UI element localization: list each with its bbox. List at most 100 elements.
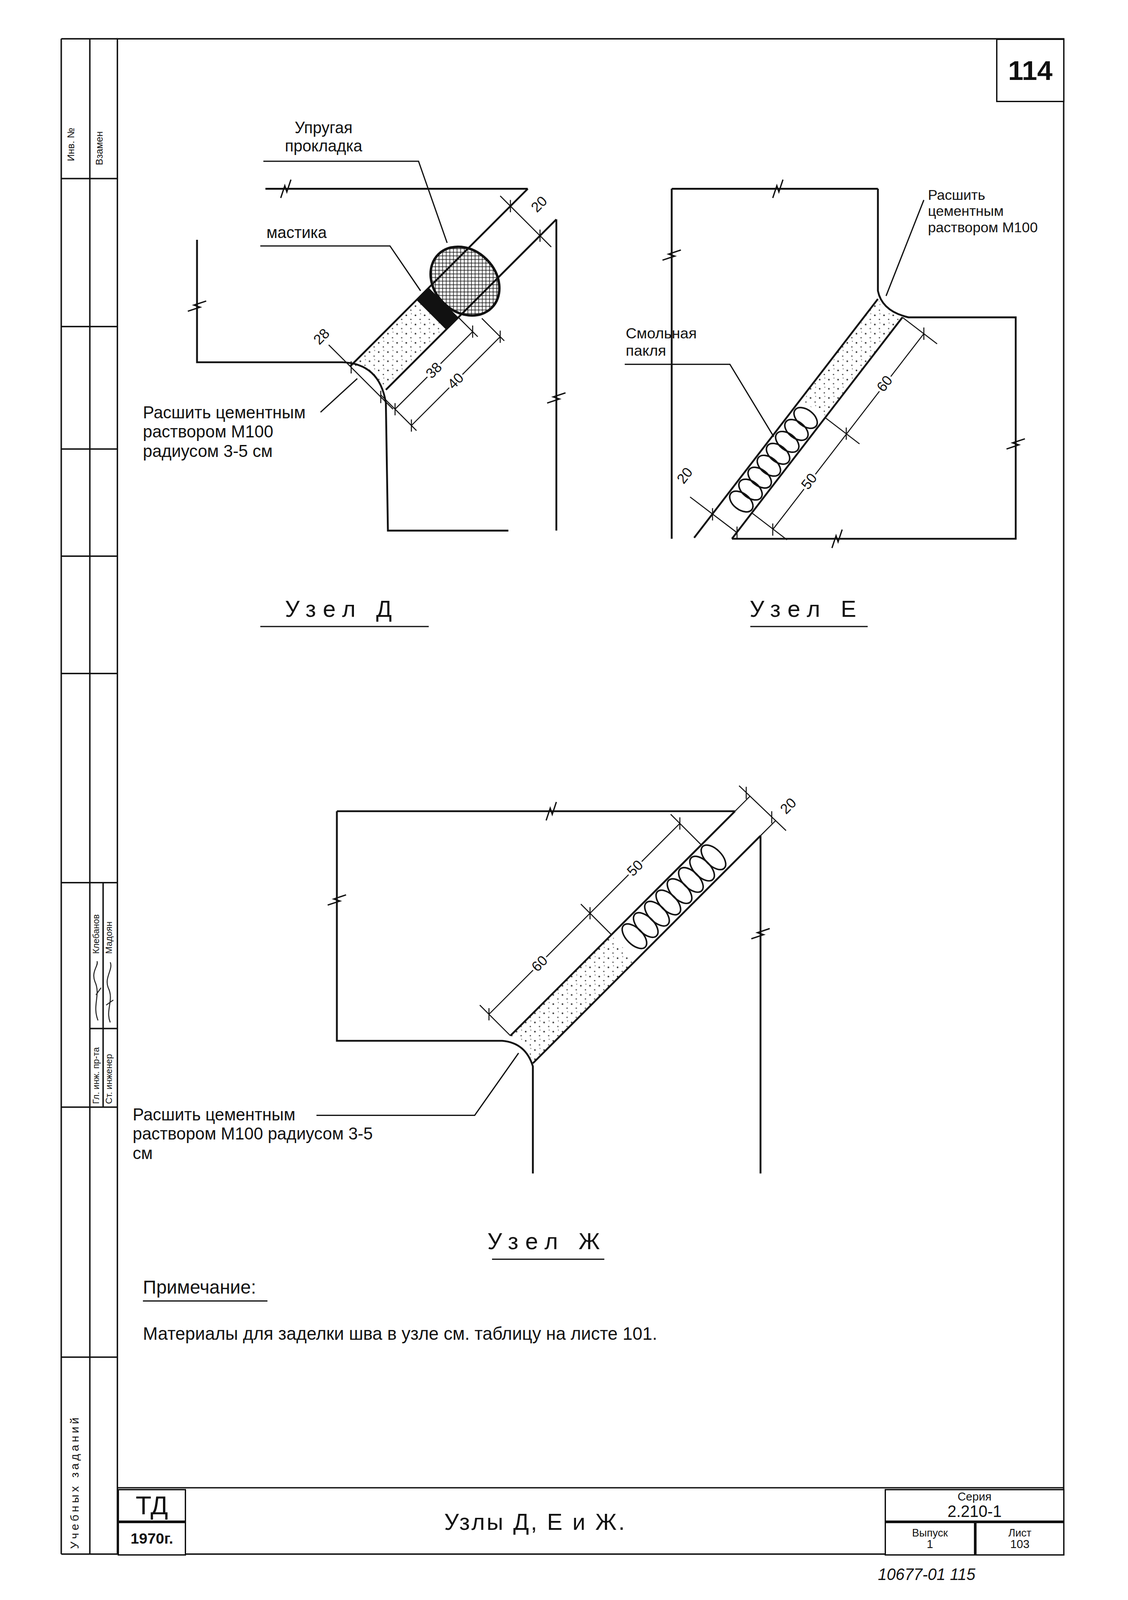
leader-line — [260, 161, 448, 627]
title-block-cell: 1970г. — [117, 1521, 187, 1556]
tarred-oakum — [617, 840, 731, 953]
sheet-frame — [117, 1487, 1064, 1489]
signature — [93, 961, 114, 1023]
detail-title: Узел Д — [285, 595, 400, 623]
break-mark — [187, 179, 1025, 939]
title-block-cell: Серия2.210-1 — [884, 1489, 1065, 1522]
margin-label: Взамен — [93, 131, 105, 166]
dimension-value: 20 — [672, 463, 698, 488]
concrete-outline — [337, 811, 761, 1174]
dimension-value: 20 — [526, 191, 552, 217]
dimension-value: 50 — [797, 469, 822, 494]
concrete-outline — [349, 188, 528, 367]
signature — [93, 961, 101, 1021]
sheet-frame — [61, 38, 1064, 1554]
leader-line — [885, 199, 924, 296]
dimension-line — [734, 785, 787, 836]
concrete-outline — [197, 188, 557, 531]
signer-name: Клебанов — [91, 914, 102, 954]
sheet-number-box: 114 — [996, 38, 1065, 103]
concrete-outline — [731, 317, 903, 540]
sheet-frame — [61, 38, 118, 1554]
sheet-title: Узлы Д, Е и Ж. — [187, 1490, 884, 1555]
dimension-line — [752, 317, 938, 541]
node-zh-drawing — [142, 785, 787, 1301]
leader-line — [624, 364, 775, 437]
signer-name: Мадоян — [103, 921, 115, 955]
signature — [106, 962, 114, 1023]
concrete-outline — [759, 835, 762, 1174]
cell-text: Серия — [957, 1490, 992, 1503]
concrete-outline — [337, 810, 735, 813]
leader-line — [624, 199, 925, 627]
cell-text: 114 — [1008, 55, 1053, 85]
callout-label: Смольная пакля — [625, 324, 728, 360]
dimension-value: 20 — [775, 794, 801, 819]
leader-line — [750, 625, 868, 628]
title-block-cell: ТД — [117, 1489, 187, 1522]
dimension-line — [400, 318, 505, 432]
dimension-line — [328, 345, 394, 410]
leader-line — [142, 1052, 605, 1301]
dimension-line — [690, 317, 938, 541]
cell-text: 1970г. — [130, 1530, 174, 1547]
callout-label: мастика — [266, 223, 327, 242]
tarred-oakum — [725, 487, 757, 517]
concrete-outline — [532, 835, 761, 1064]
cell-text: Выпуск — [912, 1527, 948, 1539]
callout-label: Упругая прокладка — [263, 118, 384, 156]
concrete-outline — [671, 187, 878, 190]
signer-role: Гл. инж. пр-та — [91, 1047, 102, 1105]
concrete-outline — [555, 219, 558, 531]
leader-line — [142, 1300, 268, 1302]
leader-line — [263, 161, 448, 243]
dimension-line — [479, 814, 702, 1037]
node-e-drawing — [624, 188, 1016, 627]
elastic-gasket — [416, 232, 514, 330]
title-block-cell: Лист103 — [975, 1521, 1065, 1556]
tarred-oakum — [696, 840, 731, 874]
leader-line — [492, 1258, 605, 1260]
leader-line — [316, 1052, 519, 1116]
cell-text: 2.210-1 — [947, 1503, 1002, 1521]
concrete-outline — [337, 811, 533, 1174]
concrete-outline — [265, 187, 529, 190]
archive-number: 10677-01 115 — [877, 1565, 976, 1584]
cell-text: Лист — [1008, 1527, 1032, 1539]
callout-label: Расшить цементным раствором М100 — [927, 186, 1059, 236]
dimension-value: 28 — [309, 324, 334, 350]
cement-fill — [510, 934, 635, 1064]
dimension-line — [328, 195, 552, 432]
dimension-line — [380, 317, 478, 416]
leader-line — [260, 625, 429, 628]
note-heading: Примечание: — [142, 1276, 257, 1299]
node-d-drawing — [197, 161, 557, 627]
sheet-frame — [117, 38, 1064, 1554]
detail-title: Узел Ж — [487, 1228, 607, 1256]
leader-line — [320, 378, 358, 413]
signer-role: Ст. инженер — [103, 1054, 115, 1105]
callout-label: Расшить цементным раствором М100 радиусо… — [132, 1105, 383, 1164]
note-text: Материалы для заделки шва в узле см. таб… — [142, 1323, 658, 1344]
dimension-value: 60 — [872, 371, 898, 396]
dimension-line — [479, 785, 787, 1036]
dimension-line — [488, 817, 680, 1021]
dimension-line — [772, 327, 924, 537]
margin-label: Инв. № — [65, 127, 77, 162]
concrete-outline — [694, 298, 878, 538]
concrete-outline — [385, 219, 557, 390]
dimension-line — [690, 496, 738, 539]
cement-fill — [800, 298, 903, 418]
cell-text: 103 — [1010, 1538, 1030, 1551]
title-block-cell: Выпуск1 — [884, 1521, 976, 1556]
callout-label: Расшить цементным раствором М100 радиусо… — [142, 403, 339, 462]
leader-line — [260, 246, 421, 291]
tarred-oakum — [725, 403, 822, 517]
cell-text: ТД — [135, 1492, 169, 1520]
concrete-outline — [731, 188, 1016, 539]
margin-label: Учебных заданий — [68, 1414, 82, 1550]
detail-title: Узел Е — [749, 595, 864, 623]
cell-text: 1 — [926, 1538, 934, 1551]
